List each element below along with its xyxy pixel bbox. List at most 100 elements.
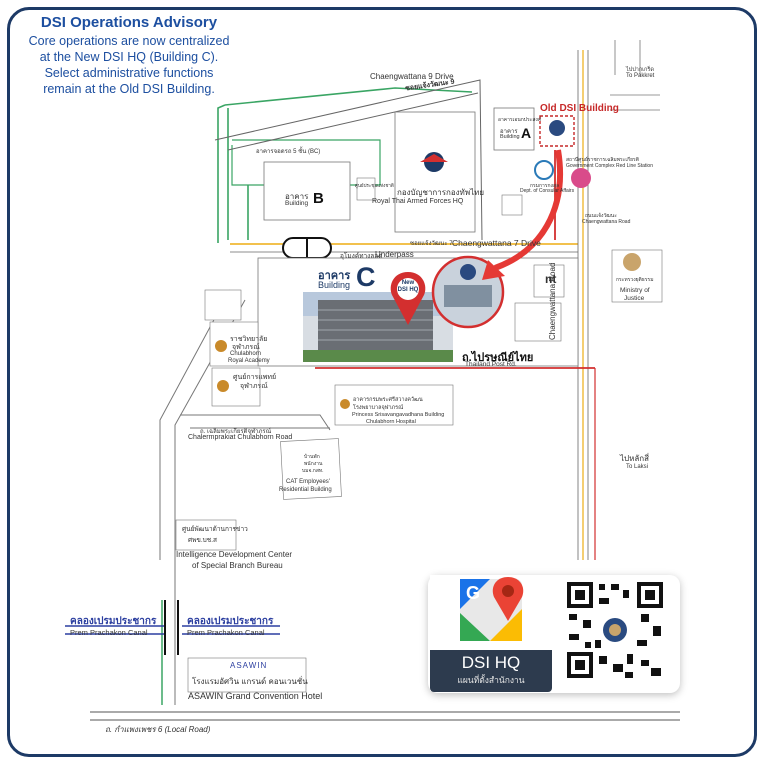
red-line-logo (571, 168, 591, 188)
label-consular-th: กรมการกงสุล (530, 183, 560, 189)
label-hospital-en2: Chulabhorn Hospital (366, 419, 416, 425)
label-c-letter: C (356, 262, 376, 292)
label-hospital-en1: Princess Srisavangavadhana Building (352, 412, 445, 418)
label-asawin-en: ASAWIN Grand Convention Hotel (188, 691, 323, 701)
label-ktb-th: ถนนแจ้งวัฒนะ (585, 213, 617, 219)
justice-emblem (623, 253, 641, 271)
label-med-th1: ศูนย์การแพทย์ (233, 374, 277, 381)
label-cat-th3: บมจ.กสท. (302, 468, 324, 474)
plot-asawin (187, 657, 307, 693)
plot-b (263, 161, 351, 221)
label-post-en: Thailand Post Rd. (465, 361, 517, 368)
label-cat-en2: Residential Building (279, 487, 332, 493)
label-b-letter: B (313, 190, 324, 207)
label-new-dsi: New DSI HQ (397, 280, 419, 293)
canal-right (182, 625, 280, 635)
building-c-photo (303, 292, 453, 362)
svg-text:G: G (466, 583, 480, 603)
label-chalerm-th: ถ. เฉลิมพระเกียรติจุฬาภรณ์ (200, 429, 272, 435)
advisory-line: Select administrative functions (44, 66, 214, 80)
google-maps-label: DSI HQ แผนที่ตั้งสำนักงาน (430, 650, 552, 692)
label-pakkret-en: To Pakkret (626, 73, 655, 79)
label-b-small: ศูนย์ประชุมแห่งชาติ (355, 183, 394, 188)
label-a-th: อาคารเอนกประสงค์ (498, 117, 542, 123)
label-asawin-th: โรงแรมอัศวิน แกรนด์ คอนเวนชั่น (192, 677, 308, 686)
label-intel-en2: of Special Branch Bureau (192, 561, 283, 570)
label-intel-en1: Intelligence Development Center (176, 550, 293, 559)
label-b-en: Building (285, 200, 309, 207)
label-canal-right-th: คลองเปรมประชากร (187, 616, 274, 627)
label-canal-left-en: Prem Prachakon Canal (70, 628, 148, 637)
new-dsi-pin (390, 272, 426, 325)
plot-a (493, 107, 535, 151)
advisory-box: DSI Operations Advisory Core operations … (14, 14, 244, 97)
label-cat-th1: บ้านพัก (304, 454, 320, 460)
label-med-th2: จุฬาภรณ์ (240, 383, 268, 390)
label-hospital-th1: อาคารกรมพระศรีสวางควัฒน (353, 397, 423, 403)
label-cat-en1: CAT Employees' (286, 479, 330, 485)
label-local-road: ถ. กำแพงเพชร 6 (Local Road) (105, 725, 211, 734)
label-b-th: อาคาร (285, 192, 309, 201)
label-canal-right-en: Prem Prachakon Canal (187, 628, 265, 637)
label-redline-th: สถานีศูนย์ราชการเฉลิมพระเกียรติ (566, 157, 639, 163)
label-underpass-en: Underpass (375, 250, 414, 259)
label-royal-acad-th1: ราชวิทยาลัย (230, 336, 268, 343)
label-cat-th2: พนักงาน (304, 461, 323, 467)
label-royal-acad-en2: Royal Academy (228, 358, 270, 364)
label-chaeng7-en: Chaengwattana 7 Drive (452, 238, 541, 248)
advisory-line: Core operations are now centralized (28, 34, 230, 48)
chulabhorn-emblem (215, 340, 350, 409)
armed-forces-emblem (420, 152, 448, 172)
label-ktb-en: Chaengwattana Road (582, 219, 631, 225)
label-laksi-th: ไปหลักสี่ (620, 454, 650, 463)
consular-emblem (534, 160, 554, 180)
label-consular-en: Dept. of Consular Affairs (520, 188, 575, 194)
canal-left (65, 625, 165, 635)
road-chaeng9 (214, 79, 483, 241)
label-intel-th1: ศูนย์พัฒนาด้านการข่าว (182, 526, 248, 533)
label-royal-acad-th2: จุฬาภรณ์ (232, 344, 260, 351)
plot-intel (175, 519, 237, 551)
label-post-th: ถ.ไปรษณีย์ไทย (462, 352, 534, 364)
label-pakkret-th: ไปปากเกร็ด (626, 67, 654, 73)
label-chalerm-en: Chalermprakiat Chulabhorn Road (188, 434, 293, 441)
plot-army (394, 111, 476, 233)
relocation-arrow (493, 149, 563, 271)
label-a-letter: A (521, 125, 532, 141)
label-a-th2: อาคาร (500, 129, 518, 135)
label-justice-th: กระทรวงยุติธรรม (616, 277, 654, 283)
google-maps-icon: G (460, 577, 524, 641)
label-redline-en: Government Complex Red Line Station (566, 163, 653, 169)
label-underpass-th: อุโมงค์ทางลอด (340, 253, 383, 260)
label-c-en: Building (318, 280, 351, 290)
label-chaeng7-th: ซอยแจ้งวัฒนะ 7 (410, 241, 453, 247)
label-chaeng9-en: Chaengwattana 9 Drive (370, 72, 454, 81)
label-c-th: อาคาร (318, 270, 351, 282)
advisory-line: remain at the Old DSI Building. (43, 82, 215, 96)
label-canal-left-th: คลองเปรมประชากร (70, 616, 157, 627)
label-royal-acad-en1: Chulabhorn (230, 351, 262, 357)
advisory-title: DSI Operations Advisory (40, 14, 218, 31)
label-justice-en2: Justice (624, 295, 645, 302)
label-justice-en1: Ministry of (620, 287, 650, 294)
label-hospital-th2: โรงพยาบาลจุฬาภรณ์ (353, 405, 404, 411)
label-intel-th2: ศพข.บช.ส (188, 537, 217, 544)
label-army-th: กองบัญชาการกองทัพไทย (397, 188, 485, 197)
label-parking-b: อาคารจอดรถ 5 ชั้น (BC) (256, 149, 321, 155)
label-army-en: Royal Thai Armed Forces HQ (372, 198, 464, 205)
road-local (90, 711, 680, 721)
qr-code-icon[interactable] (565, 580, 665, 680)
advisory-line: at the New DSI HQ (Building C). (39, 50, 219, 64)
qr-name: DSI HQ (461, 653, 521, 672)
green-road-2 (231, 139, 381, 186)
label-a-en: Building (500, 134, 520, 140)
label-asawin-logo: ASAWIN (230, 661, 268, 670)
plot-cat (280, 438, 342, 500)
label-old-dsi: Old DSI Building (540, 103, 619, 114)
green-road (217, 87, 473, 243)
qr-sub: แผนที่ตั้งสำนักงาน (457, 675, 525, 685)
label-laksi-en: To Laksi (626, 464, 649, 470)
plot-hospital (334, 384, 454, 426)
label-nt: nt (545, 272, 557, 286)
